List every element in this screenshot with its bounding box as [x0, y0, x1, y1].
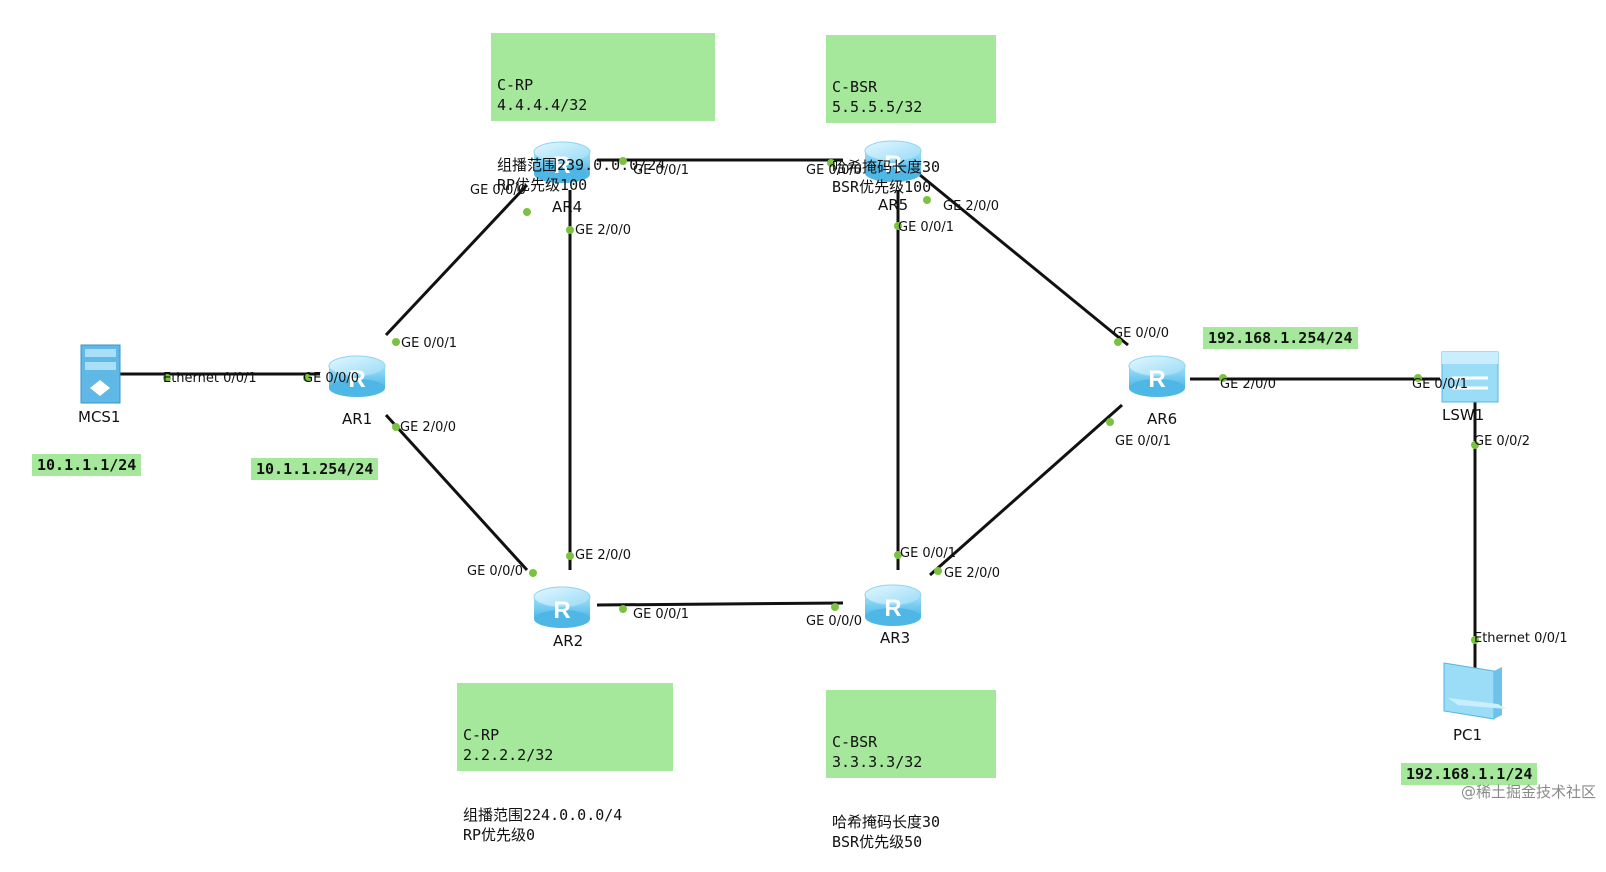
- device-label-ar5: AR5: [878, 196, 909, 214]
- router-icon-ar2[interactable]: [533, 586, 591, 629]
- port-label: GE 0/0/0: [1113, 326, 1169, 341]
- address-ar1: 10.1.1.254/24: [251, 458, 379, 480]
- pc-icon-pc1[interactable]: [1443, 662, 1506, 720]
- port-label: GE 2/0/0: [943, 199, 999, 214]
- link-ar2-ar3: [596, 601, 844, 607]
- device-label-ar3: AR3: [880, 629, 911, 647]
- port-label: GE 0/0/0: [303, 371, 359, 386]
- router-icon-ar6[interactable]: [1128, 355, 1186, 398]
- port-dots: [163, 157, 1479, 644]
- router-icon-ar3[interactable]: [864, 584, 922, 627]
- port-label: GE 0/0/0: [806, 614, 862, 629]
- address-ar6: 192.168.1.254/24: [1203, 327, 1358, 349]
- port-label: GE 0/0/0: [470, 183, 526, 198]
- port-label: GE 2/0/0: [400, 420, 456, 435]
- port-label: GE 2/0/0: [944, 566, 1000, 581]
- address-mcs1: 10.1.1.1/24: [32, 454, 142, 476]
- port-label: GE 0/0/0: [806, 163, 862, 178]
- links: [120, 158, 1477, 675]
- port-label: GE 2/0/0: [575, 548, 631, 563]
- port-label: GE 0/0/1: [900, 546, 956, 561]
- port-label: GE 0/0/0: [467, 564, 523, 579]
- device-label-lsw1: LSW1: [1442, 406, 1485, 424]
- port-label: GE 0/0/1: [898, 220, 954, 235]
- watermark: @稀土掘金技术社区: [1460, 783, 1596, 801]
- link-ar1-ar2: [384, 413, 529, 572]
- server-icon-mcs1[interactable]: [80, 344, 121, 404]
- device-label-ar4: AR4: [552, 198, 583, 216]
- port-label: GE 0/0/1: [633, 607, 689, 622]
- device-label-mcs1: MCS1: [78, 408, 121, 426]
- device-label-ar6: AR6: [1147, 410, 1178, 428]
- link-ar1-ar4: [384, 183, 529, 337]
- link-ar5-ar6: [919, 173, 1129, 347]
- switch-icon-lsw1[interactable]: [1441, 351, 1499, 403]
- port-label: GE 2/0/0: [1220, 377, 1276, 392]
- port-label: GE 0/0/1: [401, 336, 457, 351]
- port-label: GE 0/0/1: [633, 163, 689, 178]
- device-label-pc1: PC1: [1453, 726, 1483, 744]
- port-label: Ethernet 0/0/1: [1474, 631, 1568, 646]
- address-pc1: 192.168.1.1/24: [1401, 763, 1538, 785]
- device-label-ar2: AR2: [553, 632, 584, 650]
- link-ar3-ar6: [929, 403, 1123, 577]
- port-label: GE 0/0/1: [1412, 377, 1468, 392]
- port-label: GE 0/0/1: [1115, 434, 1171, 449]
- topology-canvas: R: [80, 140, 1506, 720]
- device-label-ar1: AR1: [342, 410, 373, 428]
- port-label: Ethernet 0/0/1: [163, 371, 257, 386]
- port-label: GE 2/0/0: [575, 223, 631, 238]
- port-label: GE 0/0/2: [1474, 434, 1530, 449]
